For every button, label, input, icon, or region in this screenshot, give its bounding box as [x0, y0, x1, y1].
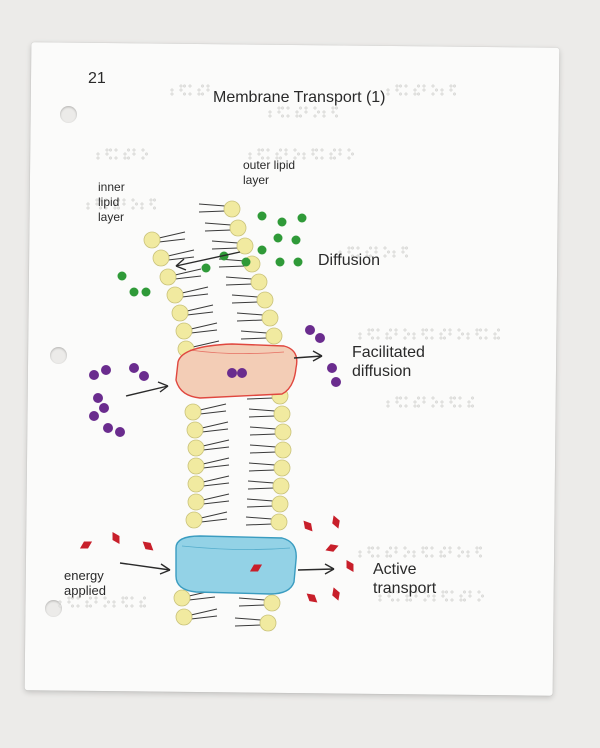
purple-molecule [129, 363, 139, 373]
facilitated-out-arrow [293, 355, 323, 359]
red-molecule [306, 593, 318, 603]
lipid-head-right [211, 237, 254, 255]
red-molecule [142, 541, 154, 551]
purple-molecule [305, 325, 315, 335]
lipid-head-right [236, 309, 279, 327]
green-molecule [257, 245, 267, 255]
red-molecule [303, 520, 313, 532]
lipid-head-right [204, 219, 247, 237]
green-molecule [257, 211, 267, 221]
energy-applied-label: energy applied [64, 568, 106, 598]
lipid-head-left [186, 421, 229, 439]
purple-molecule [331, 377, 341, 387]
lipid-head-right [249, 441, 292, 459]
green-molecule [201, 263, 211, 273]
green-molecule [141, 287, 151, 297]
lipid-head-left [173, 589, 216, 607]
lipid-head-left [187, 439, 230, 457]
inner-lipid-label: inner lipid layer [98, 180, 125, 224]
lipid-head-left [184, 403, 227, 421]
lipid-head-right [249, 423, 292, 441]
lipid-head-right [240, 327, 283, 345]
red-molecule [249, 564, 263, 572]
lipid-head-left [152, 249, 195, 267]
binder-hole-bottom [45, 600, 62, 617]
green-molecule [117, 271, 127, 281]
lipid-head-left [187, 457, 230, 475]
active-molecules [79, 515, 354, 603]
green-molecule [277, 217, 287, 227]
red-molecule [346, 559, 354, 573]
green-molecule [275, 257, 285, 267]
green-molecule [129, 287, 139, 297]
lipid-head-left [187, 475, 230, 493]
lipid-head-right [247, 477, 290, 495]
lipid-head-left [166, 286, 209, 304]
lipid-bilayer [143, 200, 292, 632]
purple-molecule [93, 393, 103, 403]
diffusion-molecules [117, 211, 307, 297]
page-number: 21 [88, 70, 106, 87]
purple-molecule [103, 423, 113, 433]
red-molecule [332, 515, 340, 529]
purple-molecule [89, 411, 99, 421]
lipid-head-right [245, 513, 288, 531]
active-out-arrow [297, 568, 335, 571]
outer-lipid-label: outer lipid layer [243, 158, 296, 187]
active-transport-label: Active transport [373, 561, 437, 597]
lipid-head-left [175, 322, 218, 340]
lipid-head-right [234, 614, 277, 632]
purple-molecule [327, 363, 337, 373]
green-molecule [273, 233, 283, 243]
binder-hole-top [60, 106, 77, 123]
lipid-head-right [248, 459, 291, 477]
lipid-head-right [248, 405, 291, 423]
red-molecule [79, 541, 93, 549]
lipid-head-left [143, 231, 186, 249]
pump-protein [175, 535, 297, 595]
red-molecule [112, 531, 120, 545]
facilitated-molecules [89, 325, 341, 437]
purple-molecule [99, 403, 109, 413]
green-molecule [241, 257, 251, 267]
red-molecule [332, 587, 340, 601]
lipid-head-left [171, 304, 214, 322]
purple-molecule [115, 427, 125, 437]
purple-molecule [101, 365, 111, 375]
purple-molecule [315, 333, 325, 343]
green-molecule [293, 257, 303, 267]
lipid-head-right [246, 495, 289, 513]
green-molecule [291, 235, 301, 245]
lipid-head-left [159, 268, 202, 286]
diffusion-arrow [175, 251, 241, 267]
diffusion-label: Diffusion [318, 252, 380, 269]
page-title: Membrane Transport (1) [213, 89, 386, 106]
binder-hole-middle [50, 347, 67, 364]
lipid-head-right [238, 594, 281, 612]
purple-molecule [89, 370, 99, 380]
purple-molecule [237, 368, 247, 378]
lipid-head-right [225, 273, 268, 291]
purple-molecule [227, 368, 237, 378]
arrows [119, 251, 335, 575]
lipid-head-left [175, 608, 218, 626]
green-molecule [297, 213, 307, 223]
facilitated-diffusion-label: Facilitated diffusion [352, 344, 425, 380]
lipid-head-right [231, 291, 274, 309]
lipid-head-right [198, 200, 241, 218]
red-molecule [325, 544, 339, 552]
lipid-head-left [187, 493, 230, 511]
facilitated-in-arrow [125, 385, 169, 397]
lipid-head-left [185, 511, 228, 529]
energy-arrow [119, 562, 171, 571]
braille-embossing [58, 84, 501, 608]
purple-molecule [139, 371, 149, 381]
